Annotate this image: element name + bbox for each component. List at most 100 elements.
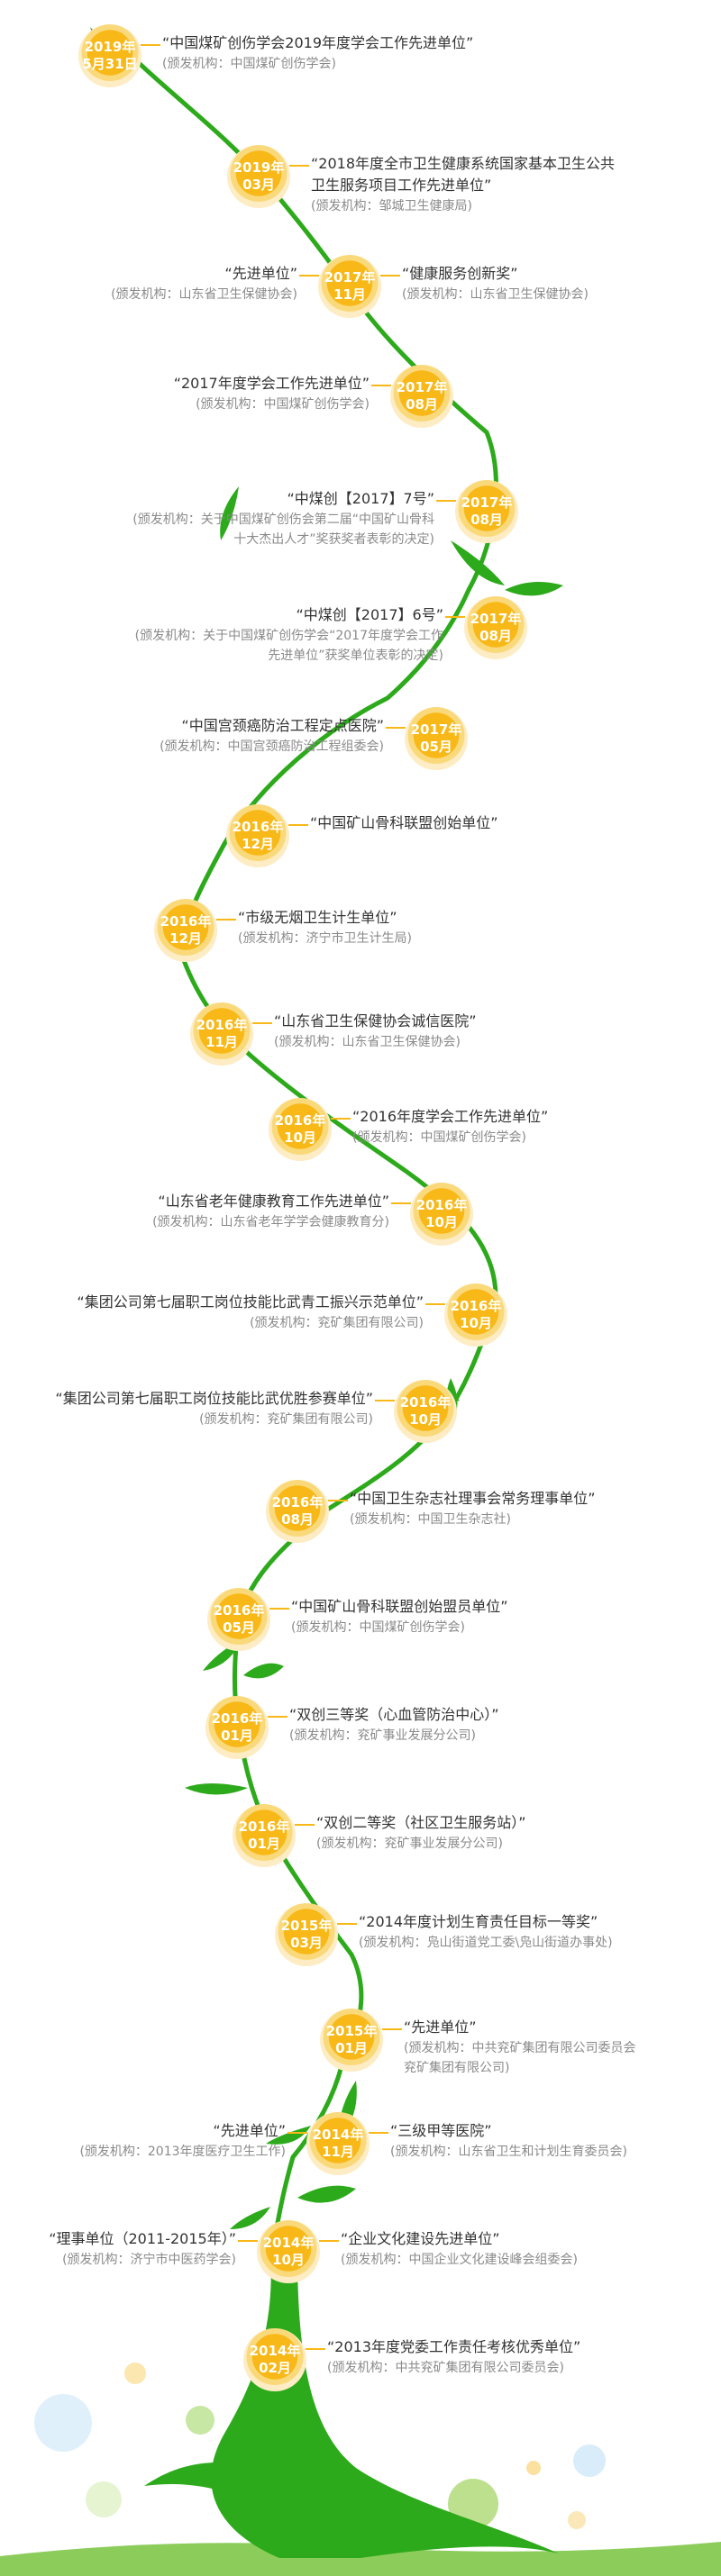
award-issuer: (颁发机构：中国煤矿创伤学会) xyxy=(162,57,336,71)
date-year: 2017年 xyxy=(470,611,522,627)
date-month: 08月 xyxy=(281,1511,314,1528)
date-year: 2017年 xyxy=(461,494,513,511)
date-month: 11月 xyxy=(322,2144,354,2160)
award-item: “中国宫颈癌防治工程定点医院”(颁发机构：中国宫颈癌防治工程组委会) xyxy=(23,715,384,757)
leader-line xyxy=(288,824,308,826)
date-year: 2016年 xyxy=(399,1394,452,1410)
award-item: “中国卫生杂志社理事会常务理事单位”(颁发机构：中国卫生杂志社) xyxy=(350,1488,710,1529)
date-month: 03月 xyxy=(290,1935,323,1951)
award-item: “2016年度学会工作先进单位”(颁发机构：中国煤矿创伤学会) xyxy=(352,1106,713,1147)
leader-line xyxy=(269,1608,289,1610)
award-title: “2017年度学会工作先进单位” xyxy=(173,375,370,392)
award-title: “山东省卫生保健协会诚信医院” xyxy=(274,1012,477,1029)
award-item: “2018年度全市卫生健康系统国家基本卫生公共卫生服务项目工作先进单位”(颁发机… xyxy=(311,153,671,216)
date-year: 2017年 xyxy=(324,269,376,286)
award-item: “2013年度党委工作责任考核优秀单位”(颁发机构：中共兖矿集团有限公司委员会) xyxy=(327,2336,688,2378)
bubble-decoration xyxy=(568,2511,586,2529)
award-issuer: (颁发机构：兖矿事业发展分公司) xyxy=(289,1728,476,1743)
award-title: “双创三等奖（心血管防治中心）” xyxy=(289,1706,499,1723)
date-year: 2016年 xyxy=(415,1197,468,1213)
leader-line xyxy=(371,385,391,386)
date-month: 08月 xyxy=(479,628,512,644)
date-year: 2016年 xyxy=(160,913,212,930)
award-item: “三级甲等医院”(颁发机构：山东省卫生和计划生育委员会) xyxy=(390,2120,721,2162)
leader-line xyxy=(369,2132,388,2134)
date-month: 01月 xyxy=(248,1836,280,1852)
award-title-line2: 卫生服务项目工作先进单位” xyxy=(311,177,492,194)
award-issuer: (颁发机构：中共兖矿集团有限公司委员会) xyxy=(327,2361,564,2375)
award-title: “健康服务创新奖” xyxy=(402,265,518,282)
leader-line xyxy=(375,1400,395,1401)
award-item: “中煤创【2017】7号”(颁发机构：关于中国煤矿创伤会第二届“中国矿山骨科十大… xyxy=(74,488,434,549)
award-title: “企业文化建设先进单位” xyxy=(341,2230,500,2247)
date-month: 08月 xyxy=(406,396,438,413)
leader-line xyxy=(328,1500,348,1501)
award-issuer: (颁发机构：关于中国煤矿创伤学会“2017年度学会工作 xyxy=(134,629,443,643)
award-item: “理事单位（2011-2015年）”(颁发机构：济宁市中医药学会) xyxy=(0,2228,236,2270)
date-month: 02月 xyxy=(259,2360,291,2376)
date-year: 2016年 xyxy=(274,1112,326,1129)
award-issuer-line2: 先进单位”获奖单位表彰的决定) xyxy=(268,649,443,663)
date-month: 10月 xyxy=(272,2252,305,2268)
award-item: “双创三等奖（心血管防治中心）” (颁发机构：兖矿事业发展分公司) xyxy=(289,1704,650,1746)
leader-line xyxy=(141,44,160,46)
date-year: 2016年 xyxy=(232,819,284,835)
award-issuer: (颁发机构：中国宫颈癌防治工程组委会) xyxy=(160,739,384,754)
date-month: 12月 xyxy=(169,930,202,947)
award-title: “山东省老年健康教育工作先进单位” xyxy=(158,1193,389,1210)
date-year: 2014年 xyxy=(312,2127,364,2143)
award-issuer-line2: 兖矿集团有限公司) xyxy=(404,2061,510,2075)
leaf-decoration xyxy=(220,486,239,540)
award-item: “集团公司第七届职工岗位技能比武青工振兴示范单位”(颁发机构：兖矿集团有限公司) xyxy=(63,1292,424,1333)
date-month: 11月 xyxy=(205,1034,238,1050)
leader-line xyxy=(386,727,406,729)
date-month: 05月 xyxy=(223,1619,255,1636)
award-title: “先进单位” xyxy=(404,2018,477,2036)
award-item: “中国矿山骨科联盟创始单位” xyxy=(310,812,671,834)
leader-line xyxy=(252,1022,272,1024)
award-title: “中国煤矿创伤学会2019年度学会工作先进单位” xyxy=(162,34,474,51)
leaf-decoration xyxy=(185,1783,248,1795)
award-issuer: (颁发机构：中国煤矿创伤学会) xyxy=(352,1130,526,1145)
leaf-decoration xyxy=(505,582,563,596)
award-title: “先进单位” xyxy=(213,2122,286,2139)
date-year: 2015年 xyxy=(280,1918,333,1934)
date-year: 2016年 xyxy=(211,1710,263,1727)
award-issuer: (颁发机构：邹城卫生健康局) xyxy=(311,199,472,213)
award-issuer: (颁发机构：关于中国煤矿创伤会第二届“中国矿山骨科 xyxy=(132,512,434,527)
date-year: 2016年 xyxy=(196,1017,248,1033)
date-year: 2015年 xyxy=(325,2023,378,2039)
award-title: “集团公司第七届职工岗位技能比武优胜参赛单位” xyxy=(55,1390,373,1407)
award-issuer: (颁发机构：山东省卫生保健协会) xyxy=(402,287,589,302)
bubble-decoration xyxy=(86,2481,122,2517)
leaf-decoration xyxy=(451,540,505,585)
award-item: “2017年度学会工作先进单位”(颁发机构：中国煤矿创伤学会) xyxy=(9,373,370,414)
award-title: “市级无烟卫生计生单位” xyxy=(238,909,397,926)
award-title: “中煤创【2017】6号” xyxy=(296,606,443,623)
bubble-decoration xyxy=(186,2406,214,2435)
date-month: 10月 xyxy=(409,1411,442,1428)
award-issuer: (颁发机构：中共兖矿集团有限公司委员会 xyxy=(404,2041,636,2055)
award-item: “中国矿山骨科联盟创始盟员单位”(颁发机构：中国煤矿创伤学会) xyxy=(291,1596,652,1637)
award-item: “先进单位”(颁发机构：2013年度医疗卫生工作) xyxy=(0,2120,286,2162)
award-item: “先进单位” (颁发机构：中共兖矿集团有限公司委员会兖矿集团有限公司) xyxy=(404,2017,721,2078)
date-year: 2019年 xyxy=(233,159,285,176)
date-month: 10月 xyxy=(425,1214,458,1230)
award-item: “集团公司第七届职工岗位技能比武优胜参赛单位”(颁发机构：兖矿集团有限公司) xyxy=(13,1388,373,1429)
date-year: 2016年 xyxy=(450,1298,502,1314)
date-year: 2017年 xyxy=(410,721,462,738)
leader-line xyxy=(295,1824,315,1826)
